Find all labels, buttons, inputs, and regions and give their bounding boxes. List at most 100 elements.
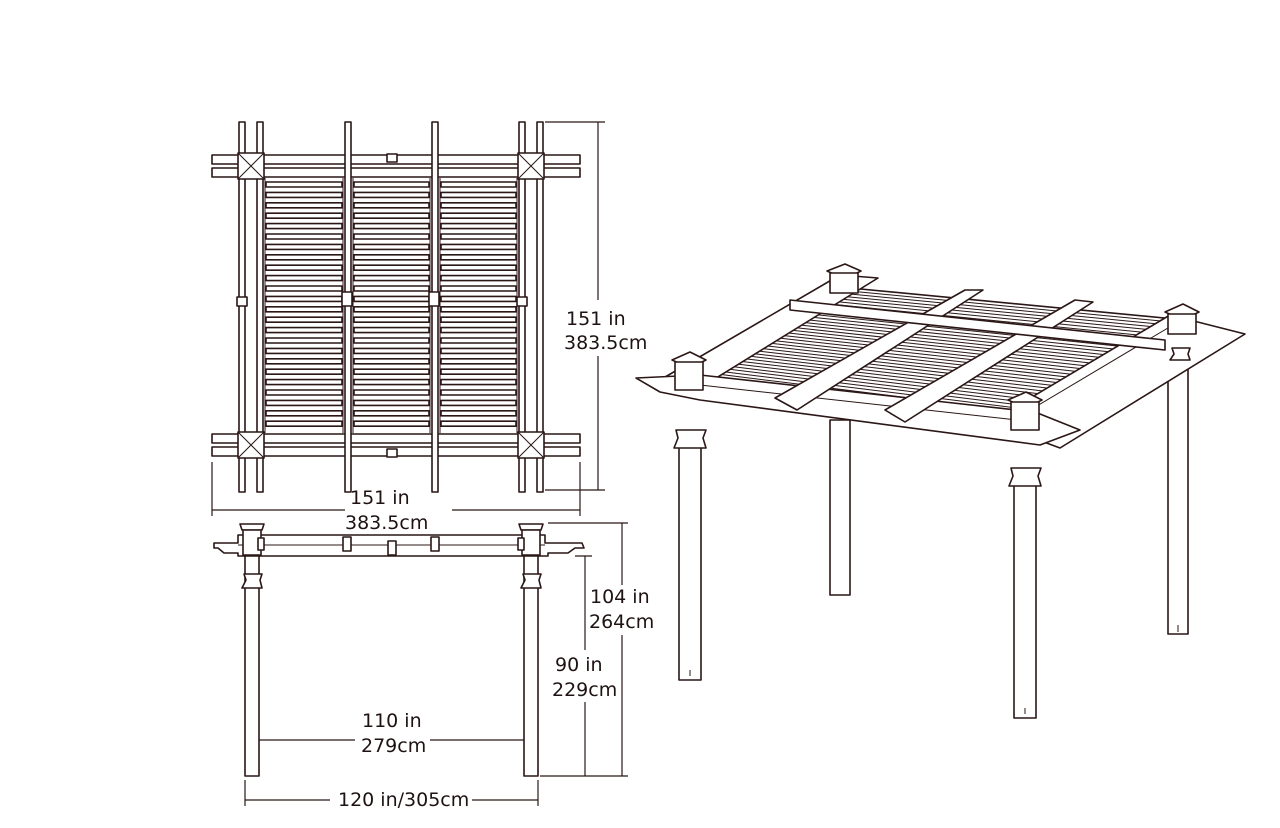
lattice-slat — [265, 202, 343, 209]
lattice-slat — [353, 254, 430, 261]
lattice-slat — [440, 295, 517, 303]
lattice-slat — [440, 368, 517, 376]
outer-span-dimension: 120 in/305cm — [244, 780, 539, 811]
top-view-slats — [265, 181, 517, 428]
top-view: 151 in 383.5cm 151 in 383.5cm — [211, 121, 647, 534]
roof-slat — [779, 328, 1115, 367]
lattice-slat — [353, 389, 430, 396]
lattice-slat — [353, 233, 430, 240]
lattice-slat — [353, 264, 430, 272]
lattice-slat — [440, 409, 517, 417]
roof-slat — [708, 369, 1044, 412]
roof-slat — [845, 290, 1181, 324]
lattice-slat — [440, 285, 517, 292]
lattice-slat — [265, 316, 343, 324]
lattice-slat — [353, 409, 430, 417]
lattice-slat — [265, 233, 343, 240]
lattice-slat — [440, 326, 517, 334]
lattice-slat — [440, 420, 517, 428]
lattice-slat — [265, 285, 343, 292]
lattice-slat — [440, 191, 517, 199]
top-depth-metric: 383.5cm — [564, 332, 647, 354]
lattice-slat — [265, 378, 343, 386]
roof-slat — [788, 323, 1124, 361]
lattice-slat — [265, 347, 343, 355]
lattice-slat — [265, 420, 343, 428]
lattice-slat — [265, 409, 343, 417]
lattice-slat — [353, 316, 430, 324]
front-view: 104 in 264cm 90 in 229cm 110 in 279cm 12… — [213, 522, 654, 811]
lattice-slat — [440, 243, 517, 251]
lattice-slat — [265, 274, 343, 282]
lattice-slat — [353, 191, 430, 199]
roof-slat — [739, 351, 1075, 392]
lattice-slat — [353, 295, 430, 303]
lattice-slat — [440, 399, 517, 407]
roof-slat — [832, 297, 1168, 332]
top-depth-imperial: 151 in — [566, 308, 626, 330]
clearance-height-dimension: 90 in 229cm — [552, 555, 617, 776]
lattice-slat — [440, 233, 517, 240]
roof-slat — [770, 333, 1106, 372]
lattice-slat — [440, 316, 517, 324]
lattice-slat — [353, 202, 430, 209]
lattice-slat — [440, 181, 517, 188]
lattice-slat — [265, 305, 343, 313]
roof-slat — [827, 300, 1163, 335]
lattice-slat — [353, 305, 430, 313]
top-width-dimension: 151 in 383.5cm — [211, 462, 581, 534]
lattice-slat — [265, 264, 343, 272]
lattice-slat — [440, 254, 517, 261]
total-height-dimension: 104 in 264cm — [540, 522, 654, 777]
lattice-slat — [353, 378, 430, 386]
outer-span-label: 120 in/305cm — [338, 789, 469, 811]
lattice-slat — [353, 285, 430, 292]
top-depth-dimension: 151 in 383.5cm — [545, 121, 647, 491]
roof-slat — [744, 348, 1080, 389]
top-view-rafters — [238, 121, 544, 493]
lattice-slat — [353, 337, 430, 344]
total-height-imperial: 104 in — [590, 586, 650, 608]
roof-slat — [783, 325, 1119, 364]
lattice-slat — [353, 357, 430, 365]
lattice-slat — [353, 243, 430, 251]
lattice-slat — [440, 357, 517, 365]
lattice-slat — [265, 357, 343, 365]
roof-slat — [748, 346, 1084, 387]
lattice-slat — [353, 368, 430, 376]
roof-slat — [752, 343, 1088, 384]
roof-slat — [713, 366, 1049, 409]
roof-slat — [726, 359, 1062, 401]
lattice-slat — [440, 264, 517, 272]
lattice-slat — [265, 222, 343, 230]
lattice-slat — [440, 378, 517, 386]
inner-span-dimension: 110 in 279cm — [259, 710, 524, 757]
roof-slat — [717, 364, 1053, 407]
lattice-slat — [353, 274, 430, 282]
clearance-height-metric: 229cm — [552, 679, 617, 701]
roof-slat — [792, 320, 1128, 358]
roof-slat — [841, 292, 1177, 327]
roof-slat — [757, 341, 1093, 381]
lattice-slat — [265, 368, 343, 376]
roof-slat — [766, 336, 1102, 375]
top-view-brackets — [236, 153, 528, 458]
lattice-slat — [265, 191, 343, 199]
top-width-metric: 383.5cm — [345, 512, 428, 534]
total-height-metric: 264cm — [589, 611, 654, 633]
lattice-slat — [353, 420, 430, 428]
roof-slat — [722, 361, 1058, 404]
lattice-slat — [265, 212, 343, 219]
roof-slat — [836, 295, 1172, 330]
lattice-slat — [440, 274, 517, 282]
lattice-slat — [265, 326, 343, 334]
lattice-slat — [353, 222, 430, 230]
top-width-imperial: 151 in — [350, 487, 410, 509]
lattice-slat — [440, 222, 517, 230]
inner-span-imperial: 110 in — [362, 710, 422, 732]
lattice-slat — [440, 347, 517, 355]
roof-slat — [761, 338, 1097, 378]
inner-span-metric: 279cm — [361, 735, 426, 757]
